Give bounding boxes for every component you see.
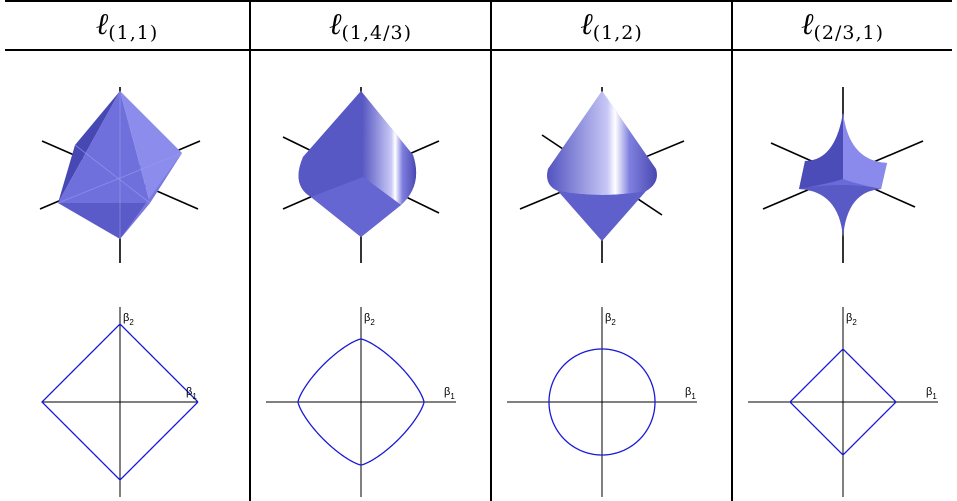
- column-divider-1: [249, 0, 251, 501]
- header-cell-2: ℓ(1,4/3): [251, 4, 490, 45]
- norm-ball-face: [843, 113, 887, 189]
- norm-symbol: ℓ: [95, 6, 109, 42]
- norm-ball-face: [799, 185, 881, 237]
- column-divider-2: [490, 0, 492, 501]
- beta2-subscript: 2: [129, 318, 134, 327]
- norm-ball-3d-23-1: [762, 87, 924, 263]
- norm-ball-face: [311, 177, 401, 237]
- unit-ball-2d-panel: β1 β2: [41, 307, 199, 497]
- unit-ball-curve: [41, 323, 199, 481]
- beta1-subscript: 1: [450, 392, 455, 401]
- header-cell-3: ℓ(1,2): [492, 4, 731, 45]
- norm-ball-upper-cone: [547, 91, 657, 195]
- header-cell-4: ℓ(2/3,1): [733, 4, 952, 45]
- beta1-label: β1: [926, 386, 937, 401]
- norm-ball-lower-cone: [558, 191, 646, 241]
- norm-subscript: (2/3,1): [813, 22, 885, 44]
- norm-subscript: (1,2): [592, 22, 643, 44]
- norm-symbol: ℓ: [328, 6, 342, 42]
- table-top-rule: [5, 0, 952, 2]
- beta2-label: β2: [846, 312, 857, 327]
- norm-ball-face: [361, 91, 417, 205]
- column-divider-3: [731, 0, 733, 501]
- unit-ball-2d-panel: β1 β2: [507, 307, 697, 497]
- beta1-subscript: 1: [932, 392, 937, 401]
- norm-subscript: (1,1): [108, 22, 159, 44]
- norm-ball-face: [298, 91, 363, 197]
- unit-ball-curve: [548, 348, 656, 456]
- unit-ball-curve: [297, 338, 425, 466]
- beta1-label: β1: [186, 386, 197, 401]
- unit-ball-2d-panel: β1 β2: [748, 307, 938, 497]
- beta1-subscript: 1: [192, 392, 197, 401]
- beta2-subscript: 2: [370, 318, 375, 327]
- beta2-label: β2: [605, 312, 616, 327]
- norm-symbol: ℓ: [580, 6, 593, 42]
- norm-ball-face: [799, 113, 843, 189]
- norm-subscript: (1,4/3): [341, 22, 413, 44]
- beta2-label: β2: [364, 312, 375, 327]
- norm-symbol: ℓ: [800, 6, 814, 42]
- header-cell-1: ℓ(1,1): [5, 4, 249, 45]
- beta2-subscript: 2: [852, 318, 857, 327]
- norm-ball-3d-12: [519, 87, 685, 263]
- beta1-label: β1: [685, 386, 696, 401]
- table-header-rule: [5, 49, 952, 51]
- unit-ball-2d-panel: β1 β2: [266, 307, 456, 497]
- hidden-axis: [57, 152, 183, 204]
- beta1-label: β1: [444, 386, 455, 401]
- octahedron-face: [58, 203, 150, 239]
- beta2-subscript: 2: [611, 318, 616, 327]
- octahedron-face: [120, 153, 182, 239]
- beta1-subscript: 1: [691, 392, 696, 401]
- norm-ball-3d-14-3: [282, 87, 440, 263]
- unit-ball-curve: [789, 348, 897, 456]
- norm-ball-3d-octahedron: [39, 87, 201, 263]
- hidden-axis: [74, 144, 151, 204]
- beta2-label: β2: [123, 312, 134, 327]
